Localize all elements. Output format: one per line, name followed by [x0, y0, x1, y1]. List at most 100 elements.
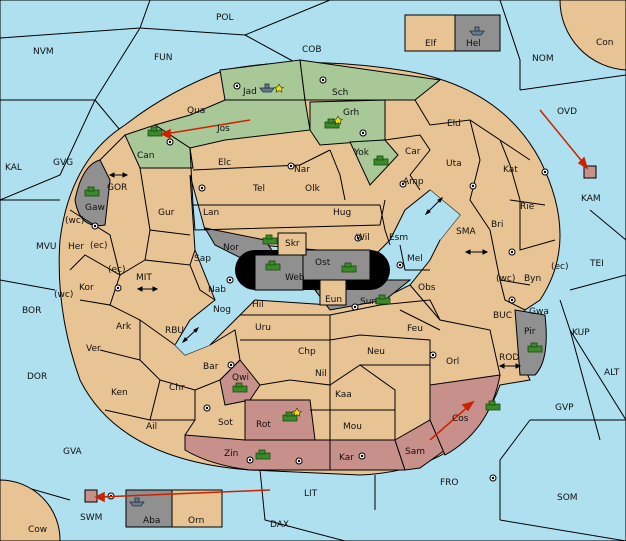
label-obs: Obs — [418, 283, 436, 293]
label-hel: Hel — [466, 39, 481, 49]
label-mvu: MVU — [36, 242, 57, 252]
label-swm: SWM — [80, 513, 102, 523]
fleet-icon[interactable] — [469, 26, 485, 36]
label-ken: Ken — [111, 388, 128, 398]
army-icon[interactable] — [232, 382, 248, 393]
army-icon[interactable] — [265, 260, 281, 271]
fleet-icon[interactable] — [129, 497, 145, 507]
label-skr: Skr — [285, 239, 300, 249]
label-can: Can — [137, 151, 155, 161]
star-icon — [332, 115, 344, 125]
land-borders — [69, 99, 556, 440]
label-eun: Eun — [325, 295, 342, 305]
army-icon[interactable] — [527, 342, 543, 353]
star-icon — [273, 83, 285, 93]
label-orn: Orn — [188, 516, 204, 526]
label-byn: Byn — [524, 274, 541, 284]
label-chp: Chp — [298, 347, 316, 357]
label-sot: Sot — [218, 418, 233, 428]
land-elf — [404, 14, 456, 52]
label-som: SOM — [557, 493, 578, 503]
label-gaw: Gaw — [85, 203, 105, 213]
label-uru: Uru — [255, 323, 271, 333]
land-pir — [514, 309, 547, 376]
label-kar: Kar — [339, 453, 354, 463]
region-jos — [153, 99, 311, 149]
label-sun: Sun — [360, 297, 377, 307]
region-skr — [277, 232, 307, 256]
label-alt: ALT — [604, 368, 620, 378]
label-gur: Gur — [158, 208, 175, 218]
label-esm: Esm — [389, 233, 408, 243]
label-web: Web — [285, 273, 305, 283]
order-arrows — [94, 109, 589, 503]
label-nvm: NVM — [33, 47, 54, 57]
label-rod: ROD — [499, 353, 519, 363]
label-nor: Nor — [223, 243, 239, 253]
label-sma: SMA — [456, 227, 476, 237]
label-dor: DOR — [27, 372, 47, 382]
label-dax: DAX — [270, 520, 289, 530]
army-icon[interactable] — [262, 234, 278, 245]
army-icon[interactable] — [147, 126, 163, 137]
fleet-icon[interactable] — [259, 83, 275, 93]
label-mel: Mel — [407, 254, 423, 264]
label-ver: Ver — [86, 344, 101, 354]
label-orl: Orl — [446, 357, 459, 367]
land-orn — [171, 489, 223, 528]
land-kam — [583, 165, 597, 179]
army-icon[interactable] — [282, 411, 298, 422]
region-can — [124, 124, 194, 169]
label-ark: Ark — [116, 322, 132, 332]
label-yok: Yok — [353, 148, 370, 158]
army-icon[interactable] — [485, 400, 501, 411]
army-icon[interactable] — [375, 294, 391, 305]
label-aba: Aba — [143, 516, 160, 526]
label-pir: Pir — [524, 327, 536, 337]
army-icon[interactable] — [324, 118, 340, 129]
labels: POL NVM FUN COB NOM Con OVD Elf Hel KAL … — [5, 13, 620, 535]
label-neu: Neu — [367, 347, 385, 357]
label-ec3: (ec) — [551, 262, 569, 272]
label-wc2: (wc) — [54, 290, 73, 300]
label-car: Car — [405, 147, 421, 157]
label-ail: Ail — [146, 422, 157, 432]
lake-rbu — [175, 330, 210, 355]
army-icon[interactable] — [341, 262, 357, 273]
army-icon[interactable] — [84, 186, 100, 197]
label-fun: FUN — [154, 53, 173, 63]
army-icon[interactable] — [255, 449, 271, 460]
label-kaa: Kaa — [335, 390, 352, 400]
label-bri: Bri — [491, 220, 503, 230]
label-zin: Zin — [224, 449, 238, 459]
label-con: Con — [596, 38, 614, 48]
label-ec2: (ec) — [108, 265, 126, 275]
star-icon — [291, 407, 303, 417]
label-gvp: GVP — [555, 403, 574, 413]
label-wc1: (wc) — [65, 216, 84, 226]
label-hil: Hil — [252, 300, 264, 310]
label-buc: BUC — [493, 311, 512, 321]
army-icon[interactable] — [373, 155, 389, 166]
label-nab: Nab — [208, 285, 226, 295]
label-grh: Grh — [343, 108, 359, 118]
region-cos — [429, 374, 501, 456]
label-feu: Feu — [407, 324, 423, 334]
label-sam: Sam — [405, 447, 425, 457]
label-elf: Elf — [425, 39, 437, 49]
label-rbu: RBU — [165, 326, 184, 336]
label-bor: BOR — [22, 306, 41, 316]
label-nom: NOM — [532, 54, 554, 64]
region-grh — [309, 99, 386, 146]
label-ec1: (ec) — [90, 241, 108, 251]
label-tei: TEI — [589, 259, 604, 269]
label-qwi: Qwi — [232, 373, 249, 383]
land-con — [559, 0, 626, 71]
label-gva: GVA — [63, 447, 83, 457]
label-bar: Bar — [203, 362, 219, 372]
label-cow: Cow — [28, 525, 47, 535]
label-sch: Sch — [332, 88, 348, 98]
